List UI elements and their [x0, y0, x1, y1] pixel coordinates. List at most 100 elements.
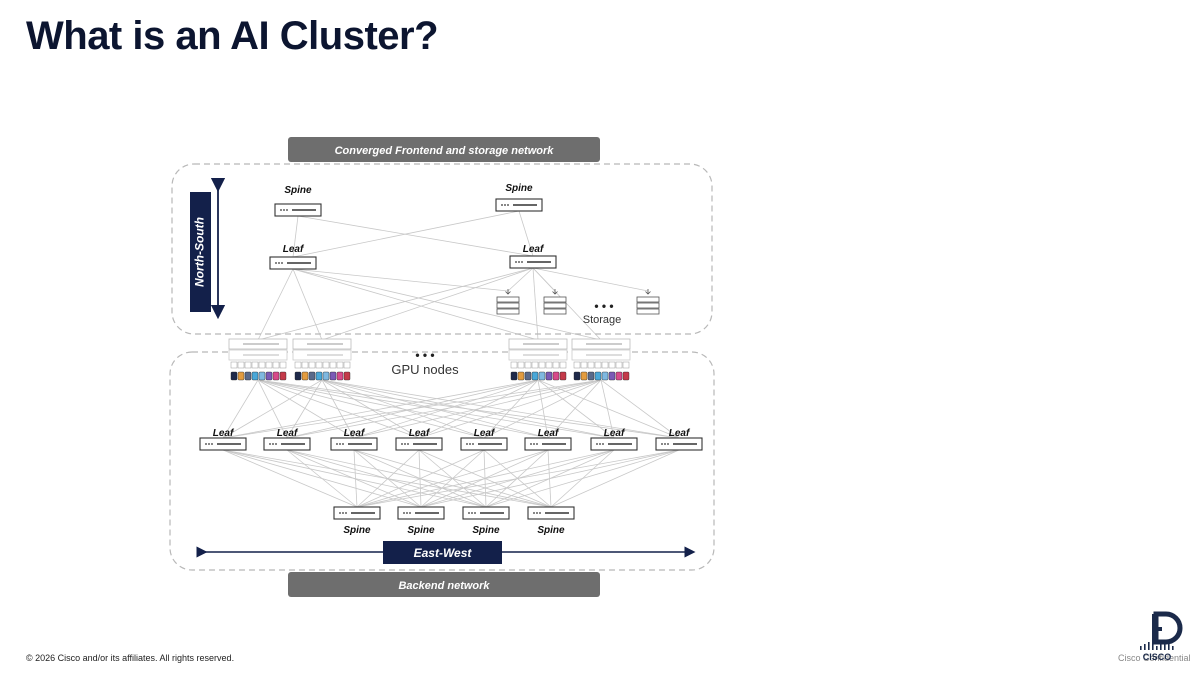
link-line [483, 379, 602, 439]
gpu-slot [622, 361, 630, 369]
gpu-slot [315, 361, 323, 369]
gpu-slot [594, 361, 602, 369]
port-dot [536, 512, 538, 514]
port-dot [406, 512, 408, 514]
backend-leaf-label: Leaf [213, 428, 235, 439]
link-line [518, 210, 534, 257]
link-line [321, 379, 420, 439]
gpu-chip-icon [237, 371, 245, 381]
storage-stack-icon [543, 289, 567, 315]
link-line [292, 268, 509, 292]
backend-spine-label: Spine [407, 525, 435, 536]
backend-spine-label: Spine [472, 525, 500, 536]
gpu-slot [552, 361, 560, 369]
storage-disk [496, 302, 520, 309]
port-dot [404, 443, 406, 445]
gpu-chip-icon [517, 371, 525, 381]
gpu-slot [510, 361, 518, 369]
port-dot [501, 204, 503, 206]
link-line [292, 268, 602, 341]
storage-disk [496, 308, 520, 315]
storage-label: Storage [583, 314, 622, 326]
gpu-ellipsis: • • • [415, 348, 434, 362]
gpu-node [228, 338, 288, 381]
gpu-slot [265, 361, 273, 369]
gpu-node [571, 338, 631, 381]
gpu-slot [329, 361, 337, 369]
link-line [547, 379, 602, 439]
port-dot [281, 262, 283, 264]
link-line [485, 449, 680, 508]
port-dot [339, 443, 341, 445]
port-dot [599, 443, 601, 445]
port-dot [407, 443, 409, 445]
port-dot [342, 443, 344, 445]
frontend-banner-label: Converged Frontend and storage network [335, 145, 555, 157]
download-arrow-icon [505, 289, 511, 295]
confidential-text: Cisco Confidential [1118, 653, 1191, 663]
backend-leaf-switch [590, 437, 638, 451]
port-dot [278, 262, 280, 264]
port-dot [664, 443, 666, 445]
link-line [550, 449, 680, 508]
link-line [532, 267, 556, 292]
link-line [286, 449, 358, 508]
backend-leaf-switch [199, 437, 247, 451]
backend-banner-label: Backend network [398, 580, 490, 592]
port-dot [518, 261, 520, 263]
north-south-label: North-South [193, 217, 207, 287]
storage-group [496, 289, 660, 315]
frontend-spine-switch [495, 198, 543, 212]
gpu-chip-icon [336, 371, 344, 381]
link-line [222, 379, 259, 439]
backend-spine-switch [397, 506, 445, 520]
link-line [292, 268, 539, 341]
port-dot [533, 443, 535, 445]
port-dot [275, 262, 277, 264]
gpu-slot [608, 361, 616, 369]
gpu-slot [294, 361, 302, 369]
link-line [321, 379, 680, 439]
port-dot [336, 443, 338, 445]
gpu-chip-icon [329, 371, 337, 381]
port-dot [342, 512, 344, 514]
link-line [297, 215, 534, 257]
backend-leaf-switch [460, 437, 508, 451]
link-line [286, 379, 602, 439]
port-dot [275, 443, 277, 445]
frontend-spine-label: Spine [505, 183, 533, 194]
port-dot [208, 443, 210, 445]
port-dot [661, 443, 663, 445]
backend-spine-switch [527, 506, 575, 520]
link-line [600, 379, 680, 439]
gpu-node [292, 338, 352, 381]
port-dot [507, 204, 509, 206]
link-line [222, 449, 358, 508]
link-line [292, 268, 323, 341]
gpu-chip-icon [510, 371, 518, 381]
gpu-chip-icon [580, 371, 588, 381]
port-dot [536, 443, 538, 445]
gpu-slot [301, 361, 309, 369]
gpu-chip-icon [531, 371, 539, 381]
backend-leaf-label: Leaf [277, 428, 299, 439]
port-dot [345, 512, 347, 514]
frontend-spine-switch [274, 203, 322, 217]
gpu-chip-icon [251, 371, 259, 381]
frontend-leaf-label: Leaf [523, 244, 545, 255]
port-dot [468, 512, 470, 514]
gpu-chip-icon [587, 371, 595, 381]
storage-disk [636, 296, 660, 303]
link-line [257, 379, 420, 439]
backend-leaf-label: Leaf [604, 428, 626, 439]
backend-leaf-switch [395, 437, 443, 451]
frontend-leaf-switch [269, 256, 317, 270]
gpu-chip-icon [601, 371, 609, 381]
link-line [222, 379, 539, 439]
port-dot [596, 443, 598, 445]
backend-leaf-label: Leaf [344, 428, 366, 439]
port-dot [211, 443, 213, 445]
link-line [257, 268, 294, 341]
port-dot [521, 261, 523, 263]
